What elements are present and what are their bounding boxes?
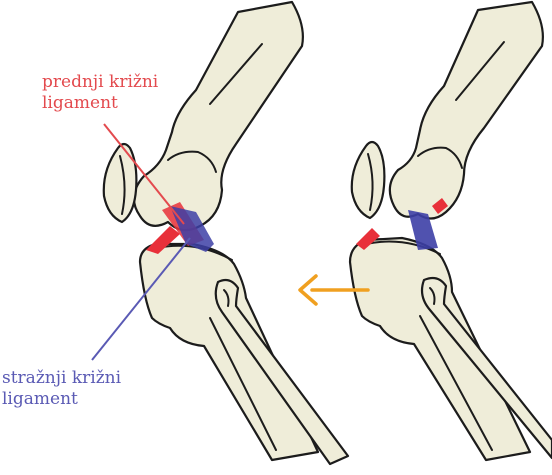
left-tibia <box>140 244 318 460</box>
posterior-cruciate-ligament-label: stražnji križni ligament <box>2 368 121 410</box>
anterior-label-line2: ligament <box>42 93 158 114</box>
posterior-label-line1: stražnji križni <box>2 368 121 389</box>
right-femur <box>390 2 543 219</box>
anterior-label-line1: prednji križni <box>42 72 158 93</box>
posterior-label-line2: ligament <box>2 389 121 410</box>
left-femur <box>134 2 303 230</box>
anterior-cruciate-ligament-label: prednji križni ligament <box>42 72 158 114</box>
right-knee <box>350 2 552 460</box>
right-tibia <box>350 238 530 460</box>
